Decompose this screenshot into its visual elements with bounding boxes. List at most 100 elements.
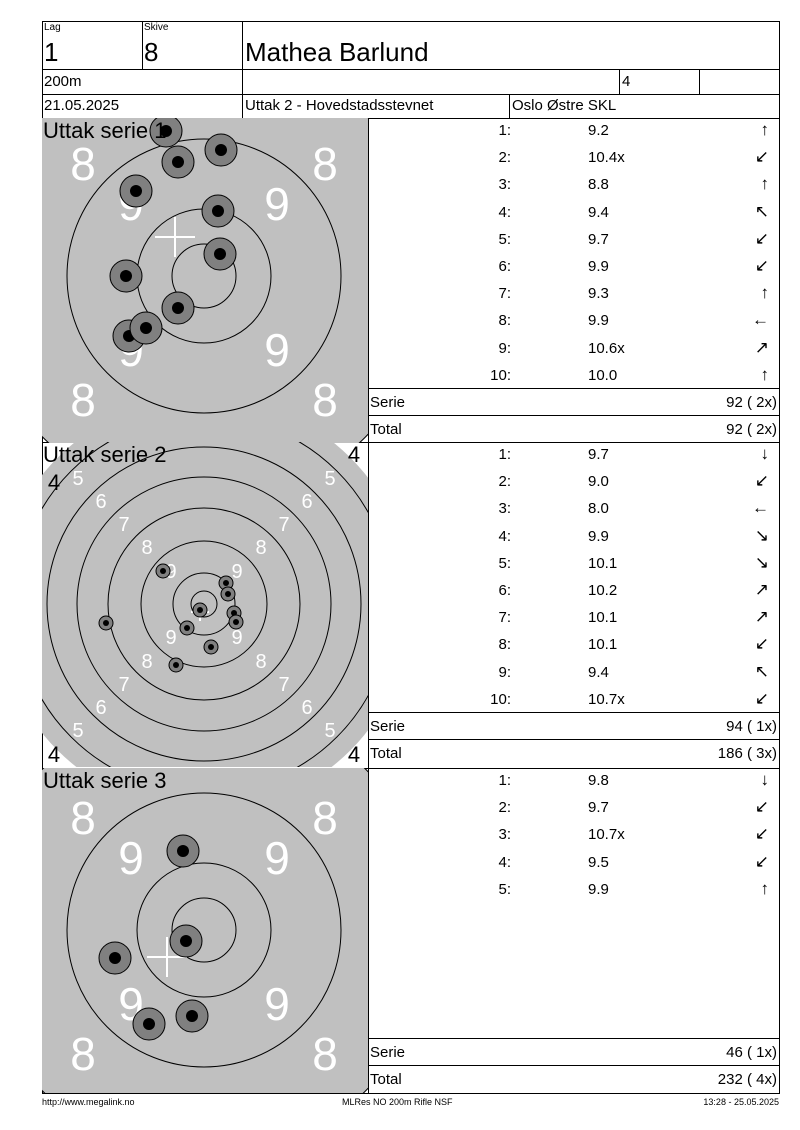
shot-mark bbox=[149, 118, 183, 148]
serie-label: Serie bbox=[370, 394, 406, 411]
shot-value: 10.1 bbox=[588, 636, 618, 654]
shot-mark bbox=[201, 194, 235, 228]
shot-row: 10:10.7x↙ bbox=[368, 687, 779, 714]
shot-row: 4:9.9↘ bbox=[368, 524, 779, 551]
shot-value: 10.6x bbox=[588, 339, 625, 357]
shot-number: 8: bbox=[498, 636, 511, 654]
shot-value: 9.8 bbox=[588, 772, 609, 789]
shot-mark bbox=[192, 602, 208, 618]
shot-number: 7: bbox=[498, 609, 511, 627]
total-row: Total 232 ( 4x) bbox=[368, 1065, 779, 1092]
shot-value: 9.9 bbox=[588, 880, 609, 898]
shot-number: 10: bbox=[490, 366, 511, 384]
shot-mark bbox=[220, 586, 236, 602]
direction-arrow-icon: ↘ bbox=[754, 525, 769, 545]
total-value: 92 ( 2x) bbox=[726, 421, 777, 438]
shot-number: 5: bbox=[498, 880, 511, 898]
direction-arrow-icon: ↑ bbox=[760, 878, 770, 898]
shot-number: 1: bbox=[498, 446, 511, 463]
ring-label: 8 bbox=[70, 374, 96, 426]
shot-value: 10.4x bbox=[588, 149, 625, 167]
shot-row: 8:9.9← bbox=[368, 308, 779, 335]
shot-mark bbox=[109, 259, 143, 293]
shot-mark bbox=[129, 311, 163, 345]
serie-value: 92 ( 2x) bbox=[726, 394, 777, 411]
serie-label: Serie bbox=[370, 1044, 406, 1061]
ring-label: 8 bbox=[70, 138, 96, 190]
ring-label: 8 bbox=[255, 537, 266, 559]
direction-arrow-icon: ↙ bbox=[754, 688, 769, 708]
total-value: 186 ( 3x) bbox=[717, 745, 777, 762]
total-label: Total bbox=[370, 1071, 402, 1088]
shot-mark bbox=[166, 834, 200, 868]
ring-label: 8 bbox=[70, 792, 96, 844]
direction-arrow-icon: ↙ bbox=[754, 256, 769, 275]
shot-value: 9.9 bbox=[588, 258, 609, 275]
direction-arrow-icon: ↙ bbox=[754, 471, 769, 491]
direction-arrow-icon: ↙ bbox=[754, 797, 769, 817]
direction-arrow-icon: ← bbox=[752, 310, 769, 330]
direction-arrow-icon: ↙ bbox=[754, 147, 769, 167]
shot-number: 5: bbox=[498, 554, 511, 572]
ring-label: 8 bbox=[70, 1028, 96, 1080]
direction-arrow-icon: ↘ bbox=[754, 552, 769, 572]
direction-arrow-icon: ← bbox=[752, 498, 769, 518]
skive-value: 8 bbox=[144, 37, 159, 67]
shot-value: 9.5 bbox=[588, 853, 609, 871]
shot-mark bbox=[98, 941, 132, 975]
ring-label: 6 bbox=[301, 697, 312, 719]
ring-label: 9 bbox=[118, 832, 144, 884]
direction-arrow-icon: ↗ bbox=[754, 337, 769, 357]
shot-row: 9:9.4↖ bbox=[368, 660, 779, 687]
ring-label: 5 bbox=[324, 720, 335, 742]
shot-row: 7:10.1↗ bbox=[368, 605, 779, 632]
lag-value: 1 bbox=[44, 37, 59, 67]
ring-label: 7 bbox=[118, 674, 129, 696]
shot-row: 1:9.8↓ bbox=[368, 768, 779, 795]
serie-value: 46 ( 1x) bbox=[726, 1044, 777, 1061]
shot-row: 4:9.4↖ bbox=[368, 200, 779, 227]
shot-number: 3: bbox=[498, 176, 511, 194]
shot-row: 7:9.3↑ bbox=[368, 281, 779, 308]
shot-value: 9.3 bbox=[588, 285, 609, 303]
shot-mark bbox=[203, 639, 219, 655]
shot-mark bbox=[119, 174, 153, 208]
shot-mark bbox=[155, 563, 171, 579]
shot-number: 6: bbox=[498, 258, 511, 275]
ring-label: 5 bbox=[72, 468, 83, 490]
ring-label: 9 bbox=[231, 561, 242, 583]
shot-row: 5:9.7↙ bbox=[368, 227, 779, 254]
shot-mark bbox=[98, 615, 114, 631]
series-title: Uttak serie 2 bbox=[43, 442, 167, 467]
footer-timestamp: 13:28 - 25.05.2025 bbox=[703, 1097, 779, 1107]
shot-row: 6: 9.9 ↙ bbox=[368, 254, 779, 281]
total-value: 232 ( 4x) bbox=[717, 1071, 777, 1088]
ring-label: 9 bbox=[264, 978, 290, 1030]
shot-value: 9.0 bbox=[588, 473, 609, 491]
shot-mark bbox=[161, 145, 195, 179]
direction-arrow-icon: ↙ bbox=[754, 228, 769, 248]
shot-value: 10.7x bbox=[588, 826, 625, 844]
direction-arrow-icon: ↙ bbox=[754, 851, 769, 871]
footer-url[interactable]: http://www.megalink.no bbox=[42, 1097, 135, 1107]
ring-label: 4 bbox=[48, 742, 60, 767]
direction-arrow-icon: ↙ bbox=[754, 824, 769, 844]
shot-number: 4: bbox=[498, 527, 511, 545]
ring-label: 9 bbox=[264, 324, 290, 376]
shot-value: 8.0 bbox=[588, 500, 609, 518]
shot-number: 1: bbox=[498, 772, 511, 789]
shot-number: 5: bbox=[498, 230, 511, 248]
shot-number: 4: bbox=[498, 203, 511, 221]
shot-row: 2:9.7↙ bbox=[368, 795, 779, 822]
direction-arrow-icon: ↑ bbox=[760, 283, 770, 303]
shot-mark bbox=[203, 237, 237, 271]
ring-label: 5 bbox=[324, 468, 335, 490]
shot-mark bbox=[132, 1007, 166, 1041]
ring-label: 6 bbox=[95, 697, 106, 719]
